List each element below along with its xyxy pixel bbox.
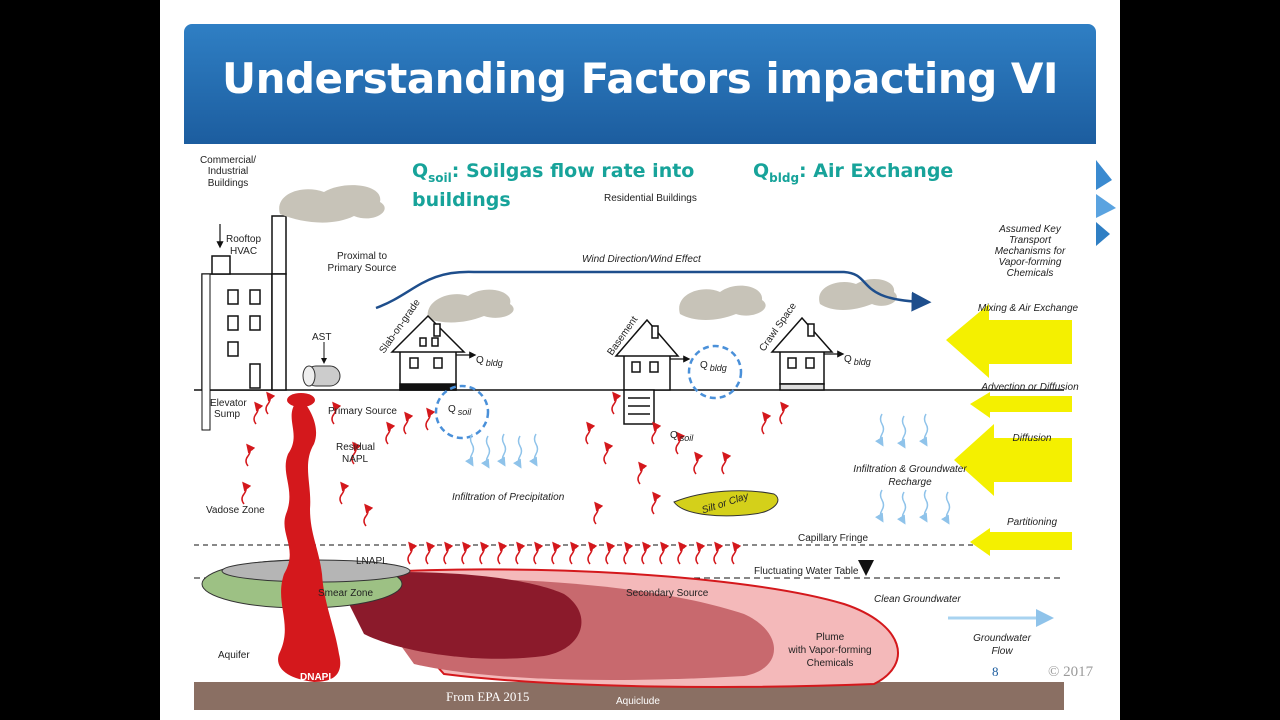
label-secondary: Secondary Source: [626, 588, 709, 599]
label-plume-3: Chemicals: [807, 658, 854, 669]
qsoil-callout-line2: buildings: [412, 189, 511, 211]
label-vadose: Vadose Zone: [206, 505, 265, 516]
label-commercial-1: Commercial/: [200, 155, 256, 166]
label-plume-1: Plume: [816, 632, 845, 643]
label-proximal-2: Primary Source: [328, 263, 397, 274]
label-assumed-3: Mechanisms for: [995, 246, 1066, 257]
slab-on-grade-house: [390, 314, 466, 391]
label-assumed-2: Transport: [1009, 235, 1052, 246]
label-aquiclude: Aquiclude: [616, 696, 660, 707]
label-gw-flow-1: Groundwater: [973, 633, 1031, 644]
basement-house: [614, 318, 680, 425]
wind-arrow: [375, 270, 932, 312]
label-diffusion: Diffusion: [1013, 433, 1052, 444]
label-partitioning: Partitioning: [1007, 517, 1057, 528]
label-elevator-2: Sump: [214, 409, 241, 420]
label-commercial-2: Industrial: [208, 166, 249, 177]
label-residual-2: NAPL: [342, 454, 369, 465]
copyright: © 2017: [1048, 664, 1094, 680]
rooftop-hvac: [211, 255, 231, 275]
source-credit: From EPA 2015: [446, 689, 530, 704]
mechanism-arrows: [946, 304, 1072, 556]
primary-source-blob: [287, 393, 315, 407]
label-assumed-1: Assumed Key: [998, 224, 1062, 235]
chimney: [271, 215, 287, 275]
crawl-space-house: [770, 316, 834, 391]
label-rooftop-1: Rooftop: [226, 234, 261, 245]
label-infiltration-gw-2: Recharge: [888, 477, 932, 488]
slide-number: 8: [992, 664, 999, 679]
title-bar: Understanding Factors impacting VI: [184, 24, 1096, 144]
label-assumed-4: Vapor-forming: [999, 257, 1062, 268]
label-elevator-1: Elevator: [210, 398, 247, 409]
label-plume-2: with Vapor-forming: [787, 645, 871, 656]
label-rooftop-2: HVAC: [230, 246, 257, 257]
label-capillary: Capillary Fringe: [798, 533, 868, 544]
dnapl-column: [278, 402, 341, 682]
label-mixing: Mixing & Air Exchange: [978, 303, 1079, 314]
label-water-table: Fluctuating Water Table: [754, 566, 859, 577]
label-clean-gw: Clean Groundwater: [874, 594, 961, 605]
label-proximal-1: Proximal to: [337, 251, 387, 262]
qbldg-callout: Qbldg: Air Exchange: [753, 160, 953, 185]
smoke-clouds: [279, 185, 897, 323]
label-gw-flow-2: Flow: [991, 646, 1013, 657]
silt-clay-lens: [673, 490, 779, 517]
label-lnapl: LNAPL: [356, 556, 388, 567]
label-aquifer: Aquifer: [218, 650, 250, 661]
qsoil-circle: [434, 384, 490, 440]
qbldg-circle: [687, 344, 743, 400]
plume-core: [334, 572, 582, 659]
label-residual-1: Residual: [336, 442, 375, 453]
label-wind: Wind Direction/Wind Effect: [582, 254, 702, 265]
water-table-marker: [858, 560, 874, 576]
label-dnapl: DNAPL: [300, 672, 334, 683]
vapor-intrusion-diagram: Qsoil: Soilgas flow rate into buildings …: [194, 155, 1079, 710]
label-smear: Smear Zone: [318, 588, 373, 599]
label-assumed-5: Chemicals: [1007, 268, 1054, 279]
elevator-shaft: [201, 273, 211, 431]
slide-title: Understanding Factors impacting VI: [221, 54, 1059, 103]
label-primary-source: Primary Source: [328, 406, 397, 417]
label-ast: AST: [312, 332, 331, 343]
label-advection: Advection or Diffusion: [980, 382, 1079, 393]
label-infiltration-gw-1: Infiltration & Groundwater: [853, 464, 967, 475]
label-infiltration-precip: Infiltration of Precipitation: [452, 492, 565, 503]
qsoil-callout: Qsoil: Soilgas flow rate into: [412, 160, 694, 185]
label-residential: Residential Buildings: [604, 193, 697, 204]
label-commercial-3: Buildings: [208, 178, 249, 189]
vapor-arrows: [242, 394, 784, 564]
slide: Understanding Factors impacting VI: [160, 0, 1120, 720]
decorative-swoosh: [1096, 160, 1116, 246]
